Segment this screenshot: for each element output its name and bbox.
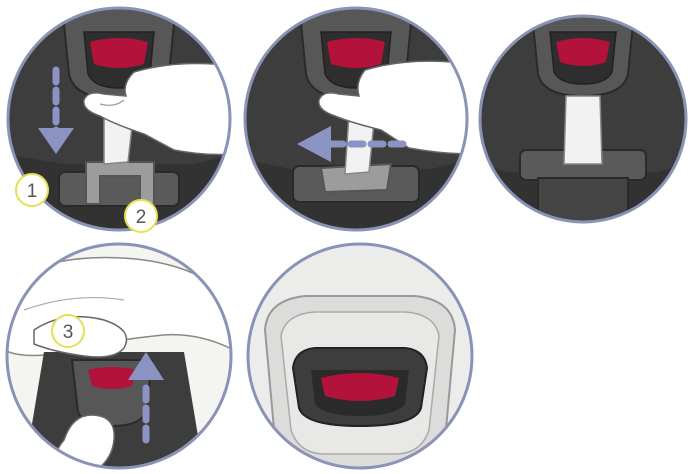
panel-step-4: 3 [4, 240, 234, 472]
panel-step-3 [478, 4, 688, 234]
callout-2: 2 [125, 200, 157, 232]
panel-step-5 [245, 240, 475, 472]
callout-1: 1 [16, 174, 48, 206]
panel-step-2 [241, 4, 471, 234]
callout-3: 3 [52, 315, 84, 347]
harness-strap [564, 96, 602, 164]
release-button-red [88, 367, 136, 389]
release-button-red [321, 373, 399, 401]
release-button-red [90, 38, 148, 68]
harness-clip-base [59, 172, 179, 206]
panel-step-1: 1 2 [4, 4, 234, 234]
svg-text:3: 3 [63, 322, 74, 343]
svg-text:1: 1 [27, 181, 38, 202]
svg-text:2: 2 [136, 207, 147, 228]
release-button-red [327, 38, 385, 68]
release-button-red [556, 38, 610, 66]
